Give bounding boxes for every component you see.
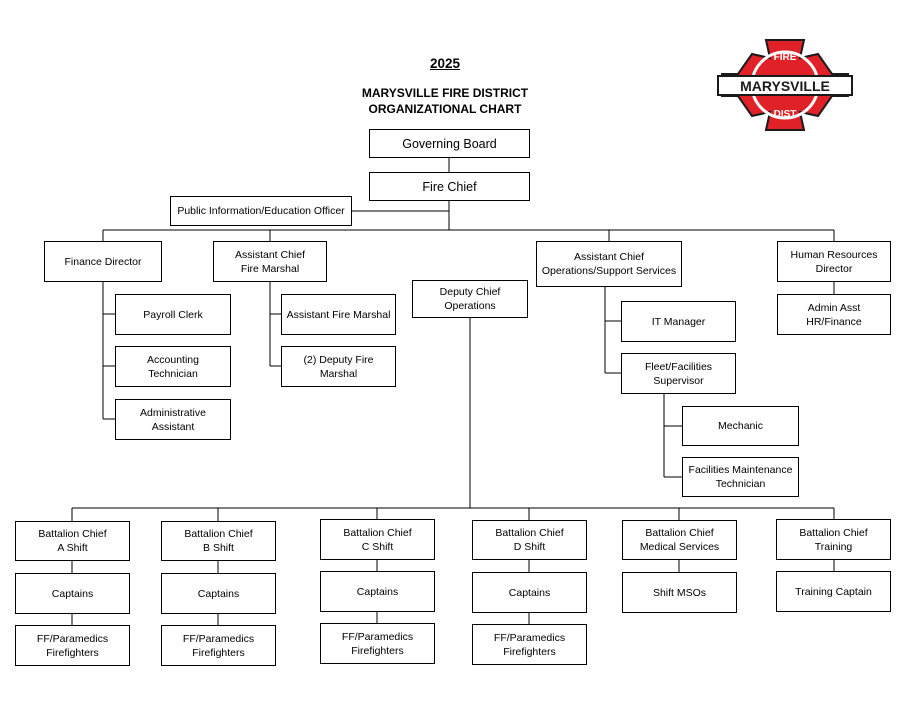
it-manager-box: IT Manager (621, 301, 736, 342)
node-label-line: Payroll Clerk (143, 308, 203, 321)
node-label-line: Captains (197, 587, 240, 600)
node-label-line: Deputy Chief (439, 286, 501, 298)
node-label-line: Fire Marshal (240, 262, 300, 275)
node-label-line: Training (814, 540, 853, 553)
mechanic-box: Mechanic (682, 406, 799, 446)
node-label-line: (2) Deputy Fire (303, 353, 374, 366)
captains-c-box: Captains (320, 571, 435, 612)
node-label-line: Operations/Support Services (541, 265, 677, 277)
node-label-line: Battalion Chief (645, 527, 714, 539)
node-label-line: FF/Paramedics (493, 631, 566, 644)
node-label-line: Assistant Chief (573, 251, 645, 263)
node-label-line: Assistant Fire Marshal (286, 308, 391, 321)
node-label-line: Finance Director (64, 255, 142, 268)
node-label-line: Operations (444, 300, 496, 312)
governing-board-box: Governing Board (369, 129, 530, 158)
node-label-line: Marshal (319, 367, 358, 380)
node-label-line: FF/Paramedics (182, 632, 255, 645)
node-label-line: Firefighters (351, 644, 404, 657)
node-label-line: Firefighters (192, 646, 245, 659)
shift-msos-box: Shift MSOs (622, 572, 737, 613)
finance-director-box: Finance Director (44, 241, 162, 282)
captains-a-box: Captains (15, 573, 130, 614)
node-label-line: Technician (715, 478, 766, 490)
node-label-line: Mechanic (718, 420, 763, 432)
node-label-line: Supervisor (653, 374, 704, 387)
node-label-line: Shift MSOs (652, 586, 707, 599)
pio-box: Public Information/Education Officer (170, 196, 352, 226)
node-label-line: Fire Chief (422, 179, 477, 194)
logo-dist-text: DIST (774, 109, 797, 120)
node-label-line: Fleet/Facilities (644, 360, 713, 373)
node-label-line: C Shift (361, 540, 394, 553)
node-label-line: Accounting (147, 353, 199, 366)
node-label-line: Technician (148, 367, 198, 380)
node-label-line: Medical Services (639, 541, 720, 553)
node-label-line: B Shift (203, 542, 234, 554)
node-label-line: Firefighters (503, 645, 556, 658)
node-label-line: D Shift (513, 541, 546, 553)
node-label-line: FF/Paramedics (341, 630, 414, 643)
node-label-line: Admin Asst (807, 301, 861, 314)
node-label-line: Training Captain (795, 585, 872, 598)
node-label-line: A Shift (57, 542, 88, 554)
node-label-line: Battalion Chief (799, 526, 868, 539)
node-label-line: HR/Finance (806, 315, 862, 328)
node-label-line: Battalion Chief (38, 528, 107, 540)
bc-a-shift-box: Battalion Chief A Shift (15, 521, 130, 561)
chart-year: 2025 (429, 56, 461, 71)
node-label-line: Administrative (140, 406, 206, 419)
node-label-line: Captains (51, 587, 94, 600)
captains-b-box: Captains (161, 573, 276, 614)
node-label-line: Assistant Chief (234, 248, 306, 261)
payroll-clerk-box: Payroll Clerk (115, 294, 231, 335)
bc-d-shift-box: Battalion Chief D Shift (472, 520, 587, 560)
node-label-line: Captains (356, 585, 399, 598)
node-label-line: Captains (508, 586, 551, 599)
node-label-line: Battalion Chief (343, 526, 412, 539)
bc-b-shift-box: Battalion Chief B Shift (161, 521, 276, 561)
node-label-line: Facilities Maintenance (688, 464, 793, 476)
chart-title-line1: MARYSVILLE FIRE DISTRICT (361, 86, 529, 100)
marysville-fire-logo: FIRE MARYSVILLE DIST (717, 39, 853, 131)
node-label-line: Public Information/Education Officer (177, 205, 345, 217)
fire-chief-box: Fire Chief (369, 172, 530, 201)
training-captain-box: Training Captain (776, 571, 891, 612)
chart-title-line2: ORGANIZATIONAL CHART (368, 102, 522, 116)
captains-d-box: Captains (472, 572, 587, 613)
node-label-line: Assistant (151, 420, 195, 433)
assistant-fire-marshal-box: Assistant Fire Marshal (281, 294, 396, 335)
node-label-line: FF/Paramedics (36, 632, 109, 645)
node-label-line: IT Manager (651, 315, 706, 328)
node-label-line: Human Resources (790, 248, 878, 261)
node-label-line: Director (815, 262, 853, 275)
node-label-line: Governing Board (402, 136, 497, 151)
logo-fire-text: FIRE (774, 52, 797, 63)
node-label-line: Firefighters (46, 646, 99, 659)
node-label-line: Battalion Chief (184, 528, 253, 540)
logo-marysville-text: MARYSVILLE (740, 78, 830, 94)
logo-banner (717, 75, 853, 96)
node-label-line: Battalion Chief (495, 527, 564, 539)
